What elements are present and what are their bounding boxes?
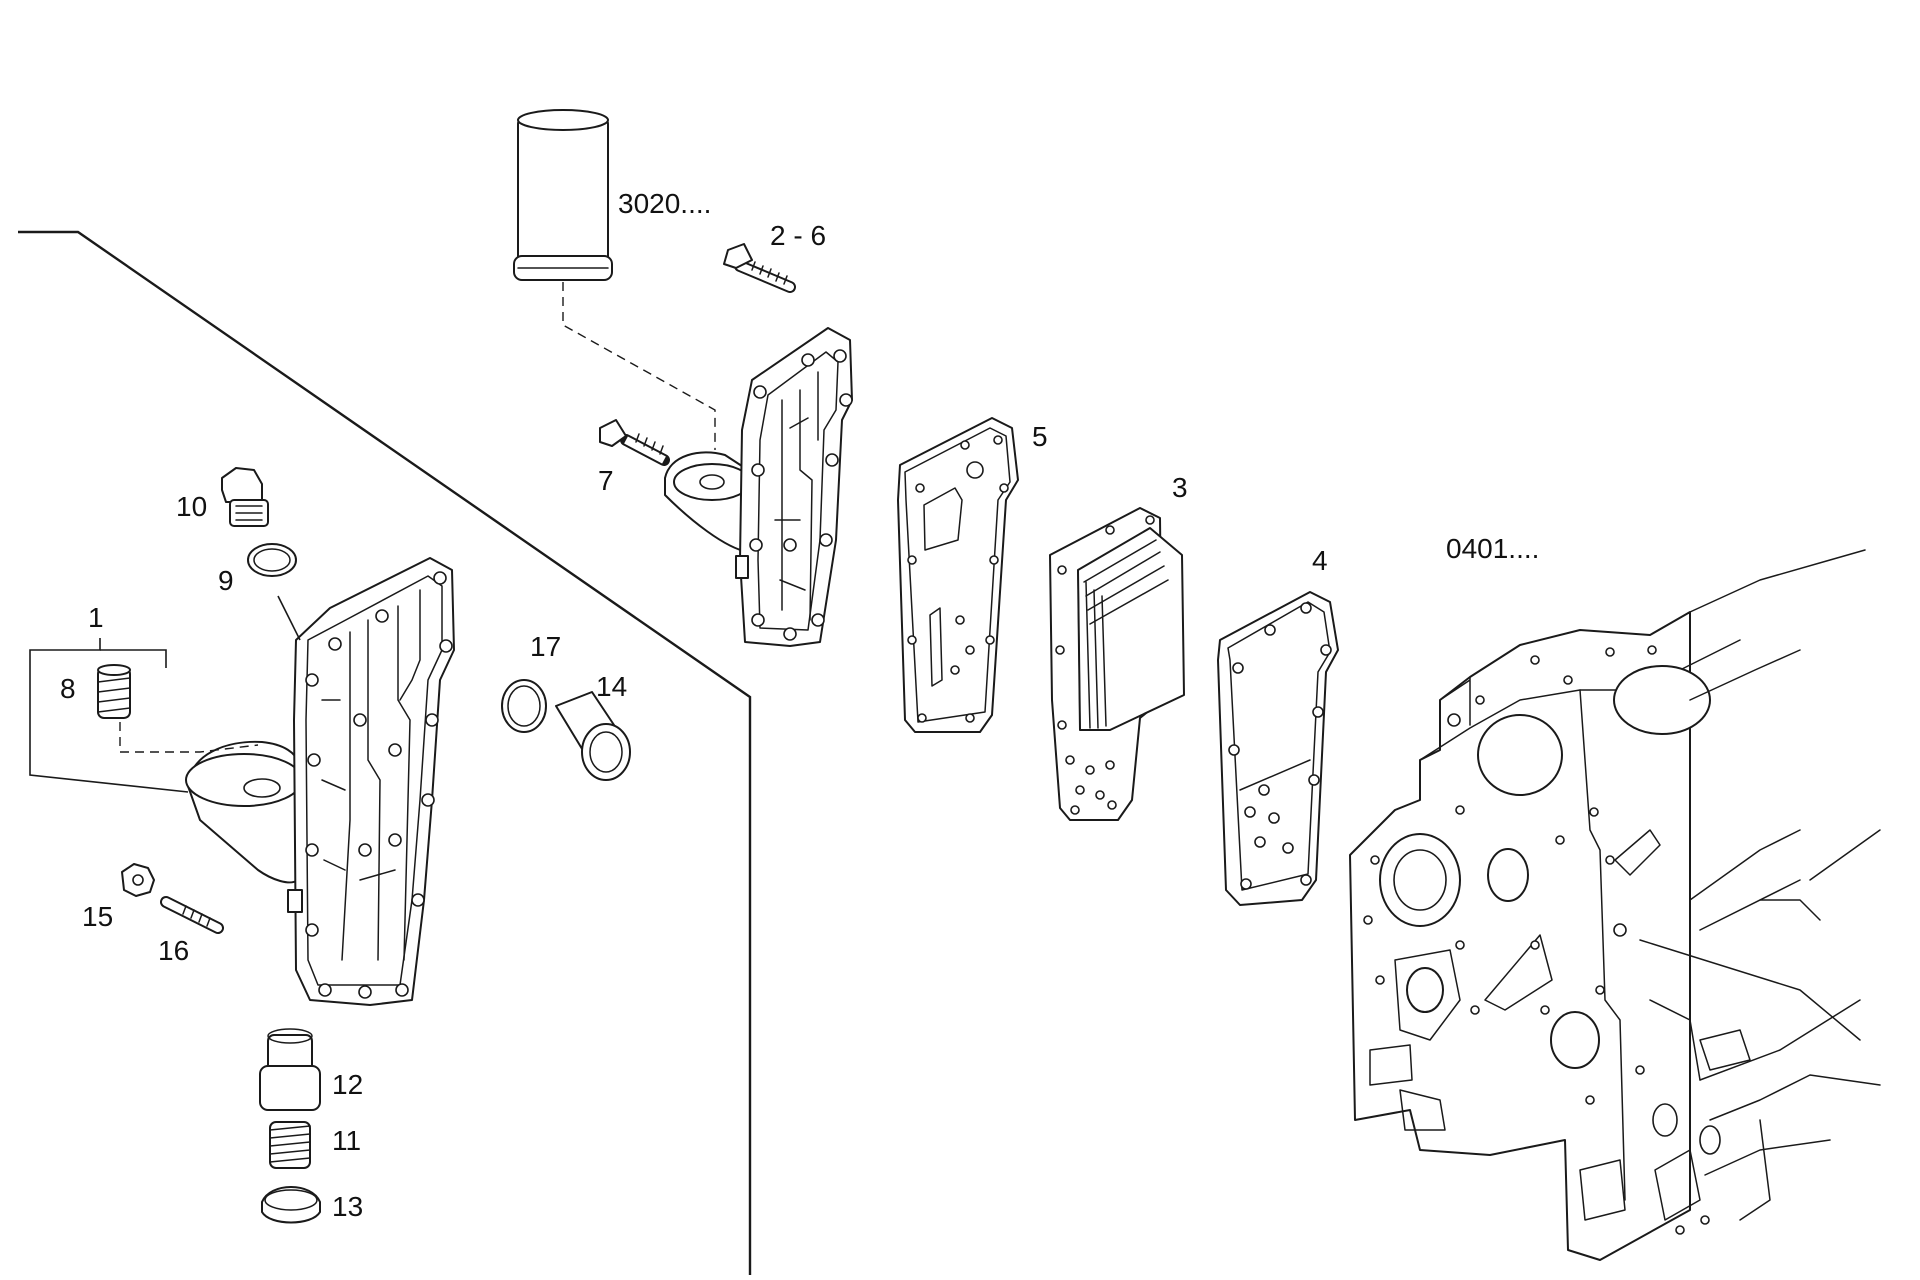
label-15: 15 [82, 901, 113, 932]
label-7: 7 [598, 465, 614, 496]
label-12: 12 [332, 1069, 363, 1100]
label-1: 1 [88, 602, 104, 633]
label-9: 9 [218, 565, 234, 596]
cap-13 [261, 1186, 321, 1224]
plug-10 [221, 467, 269, 527]
gasket-4 [1217, 591, 1339, 906]
nut-15 [121, 863, 155, 897]
label-4: 4 [1312, 545, 1328, 576]
bolt-7 [599, 419, 670, 466]
stud-16 [160, 896, 224, 934]
label-16: 16 [158, 935, 189, 966]
label-5: 5 [1032, 421, 1048, 452]
label-2-6: 2 - 6 [770, 220, 826, 251]
valve-12 [259, 1028, 321, 1111]
label-13: 13 [332, 1191, 363, 1222]
filter-axis-dashline [562, 282, 716, 450]
sleeve-14 [555, 691, 631, 781]
oil-cooler-3 [1049, 507, 1185, 821]
label-17: 17 [530, 631, 561, 662]
valve-8-dashline [119, 722, 259, 753]
label-14: 14 [596, 671, 627, 702]
valve-insert-8 [97, 664, 131, 719]
detail-frame-line [18, 230, 752, 1275]
engine-block [1349, 549, 1881, 1261]
group-1-bracket [29, 638, 189, 793]
label-ref-filter: 3020.... [618, 188, 711, 219]
gasket-5 [897, 417, 1019, 733]
upper-filter-housing [664, 327, 853, 647]
label-ref-block: 0401.... [1446, 533, 1539, 564]
leader-9 [277, 595, 301, 641]
label-3: 3 [1172, 472, 1188, 503]
seal-ring-17 [501, 679, 547, 733]
oil-filter-cartridge [513, 109, 613, 281]
spring-11 [269, 1121, 311, 1169]
main-filter-housing [185, 557, 455, 1006]
label-11: 11 [332, 1125, 361, 1156]
label-8: 8 [60, 673, 76, 704]
bolt-2-6 [723, 243, 796, 293]
label-10: 10 [176, 491, 207, 522]
